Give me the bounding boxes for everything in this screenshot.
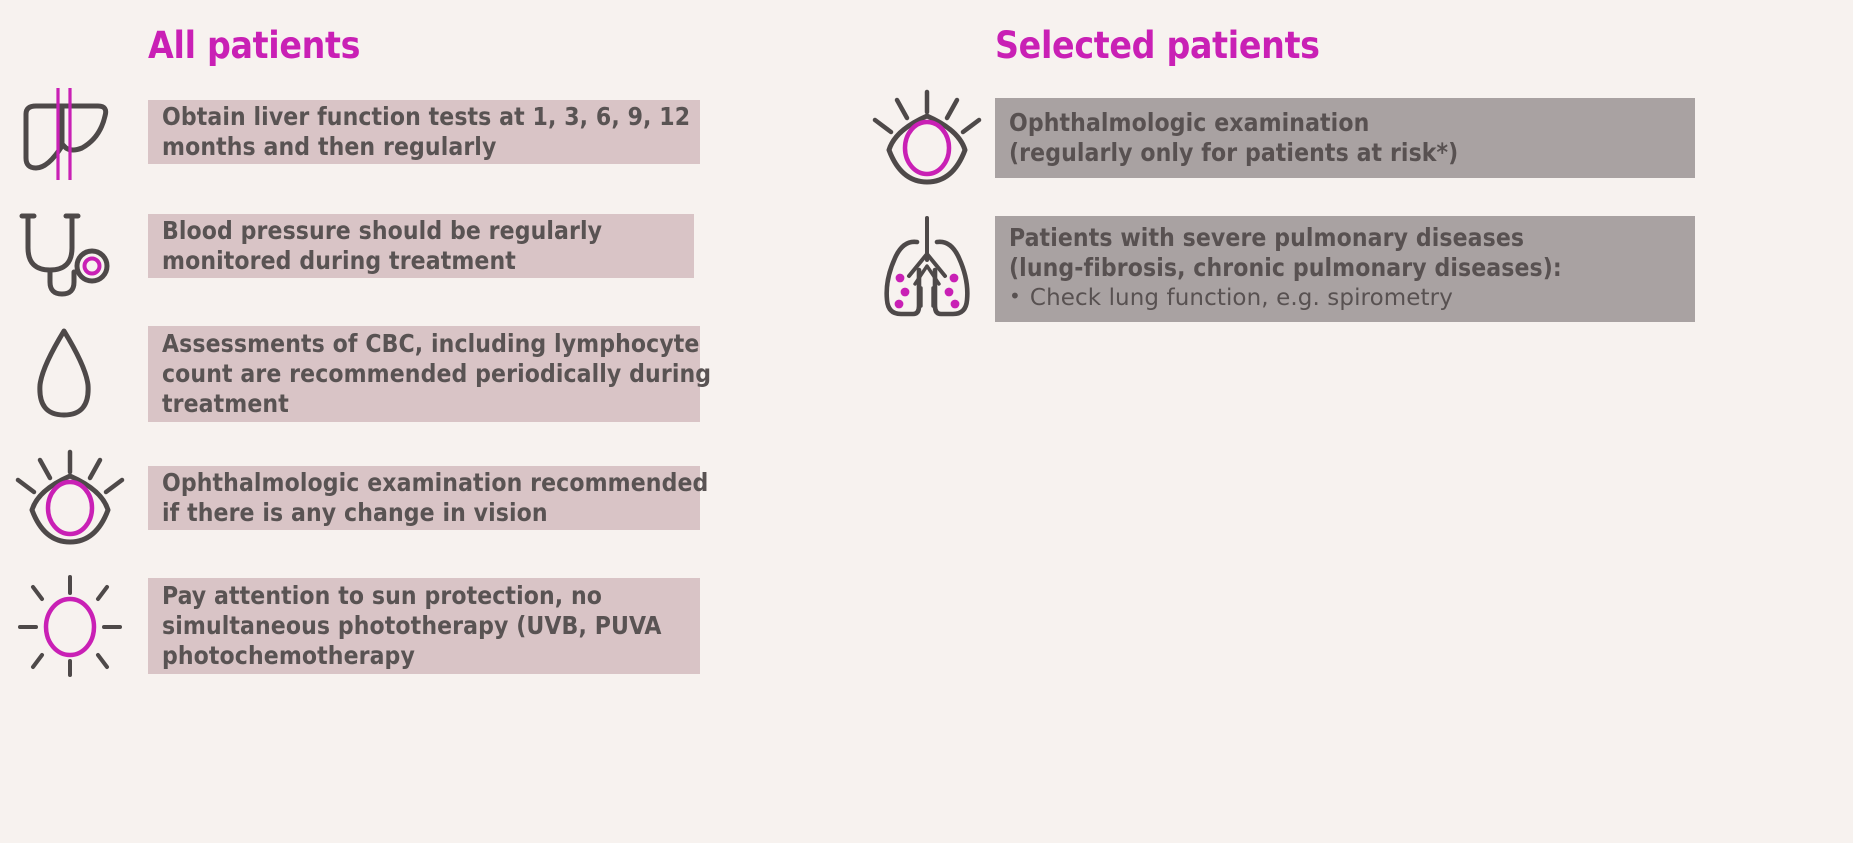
message-box-cbc: Assessments of CBC, including lymphocyte… [148,326,712,422]
message-line: Ophthalmologic examination recommended [162,467,709,497]
eye-icon [865,86,989,190]
message-line: monitored during treatment [162,245,516,275]
message-line: if there is any change in vision [162,497,548,527]
message-line: Blood pressure should be regularly [162,215,603,245]
message-line: (lung-fibrosis, chronic pulmonary diseas… [1009,253,1562,282]
message-line: Pay attention to sun protection, no [162,580,603,610]
message-line: Obtain liver function tests at 1, 3, 6, … [162,101,691,131]
message-line: Assessments of CBC, including lymphocyte [162,328,700,358]
stethoscope-icon [8,206,120,306]
message-line: months and then regularly [162,131,497,161]
sun-icon [8,568,132,678]
message-line: treatment [162,388,289,418]
column-title-all-patients: All patients [148,24,361,67]
bullet-text: Check lung function, e.g. spirometry [1029,285,1453,311]
eye-icon [8,446,132,550]
list-item: • Check lung function, e.g. spirometry [1009,283,1681,314]
message-box-ophthalmologic-selected: Ophthalmologic examination (regularly on… [995,98,1695,178]
message-line: simultaneous phototherapy (UVB, PUVA [162,610,662,640]
bullet-icon: • [1009,284,1021,308]
blood-drop-icon [8,320,120,430]
message-box-ophthalmologic-left: Ophthalmologic examination recommended i… [148,466,709,530]
message-box-pulmonary: Patients with severe pulmonary diseases … [995,216,1695,322]
message-line: Patients with severe pulmonary diseases [1009,223,1525,252]
message-line: count are recommended periodically durin… [162,358,712,388]
column-title-selected-patients: Selected patients [995,24,1320,67]
message-box-sun-protection: Pay attention to sun protection, no simu… [148,578,700,674]
message-box-liver: Obtain liver function tests at 1, 3, 6, … [148,100,700,164]
message-box-blood-pressure: Blood pressure should be regularly monit… [148,214,694,278]
message-line: Ophthalmologic examination [1009,107,1370,137]
lungs-icon [865,212,989,322]
message-line: photochemotherapy [162,640,415,670]
liver-icon [8,84,120,184]
message-line: (regularly only for patients at risk*) [1009,137,1459,167]
